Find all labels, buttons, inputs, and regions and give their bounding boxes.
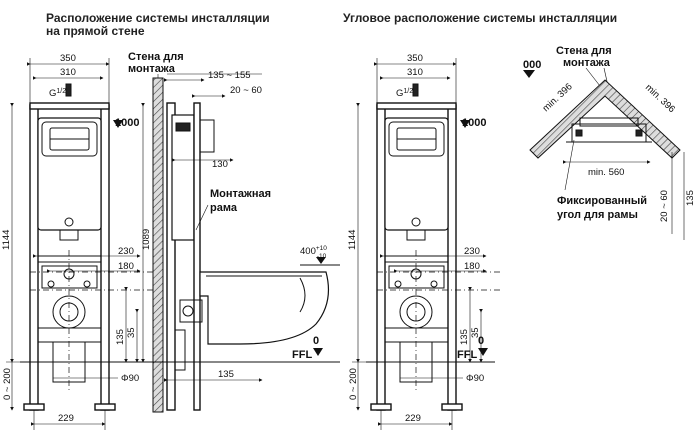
fixed-angle-label-line1: Фиксированный: [557, 195, 647, 207]
side-view: Стена для монтажа 135 ~ 155 20 ~ 60 130 …: [128, 51, 340, 413]
mounting-wall: [152, 77, 164, 413]
dim-180: 180: [118, 261, 134, 272]
frame-top-bar: [29, 102, 110, 110]
frame-foot-right: [94, 403, 116, 411]
dim-350-right: 350: [407, 53, 423, 64]
frame-right-post: [100, 104, 110, 411]
dim-310: 310: [60, 67, 76, 78]
frame-left-post: [29, 104, 39, 411]
dim-130: 130: [212, 159, 228, 170]
dim-135-vertical: 135: [115, 329, 126, 345]
dim-229: 229: [58, 413, 74, 424]
fixed-angle-label-line2: угол для рамы: [557, 209, 638, 221]
level-000: 000: [523, 59, 541, 71]
front-view-right: 350 310 G1/2" 1000 1144 0 ~ 200 230: [347, 53, 500, 430]
level-0: 0: [313, 335, 319, 347]
dim-230-right: 230: [464, 246, 480, 257]
flush-plate-opening: [41, 121, 98, 157]
dim-0-200: 0 ~ 200: [2, 368, 13, 400]
cistern-right: [384, 117, 449, 231]
corner-frame: [571, 123, 647, 143]
ffl-label-right: FFL: [457, 349, 477, 361]
wall-label-line2: монтажа: [128, 63, 176, 75]
min-560: min. 560: [588, 167, 624, 178]
front-view-left: 350 310 G1/2" 1000 1144 0 ~ 200: [1, 53, 160, 430]
dim-20-60: 20 ~ 60: [230, 85, 262, 96]
side-frame: [166, 102, 176, 411]
title-corner: Угловое расположение системы инсталляции: [343, 11, 617, 25]
side-20-60: 20 ~ 60: [659, 190, 670, 222]
dim-135-bottom: 135: [218, 369, 234, 380]
level-1000-marker: [113, 120, 123, 128]
dim-229-right: 229: [405, 413, 421, 424]
dim-230: 230: [118, 246, 134, 257]
min-396-right: min. 396: [643, 82, 677, 115]
corner-wall-label-line1: Стена для: [556, 45, 612, 57]
dim-1144-right: 1144: [347, 230, 358, 250]
dim-310-right: 310: [407, 67, 423, 78]
water-inlet: [65, 83, 72, 97]
frame-label-line2: рама: [210, 202, 238, 214]
cistern-drain: [64, 217, 74, 227]
title-straight-wall-line1: Расположение системы инсталляции: [46, 11, 270, 25]
dim-35-right: 35: [470, 327, 481, 338]
dim-1000: 1000: [115, 117, 139, 129]
ffl-label: FFL: [292, 349, 312, 361]
wall-label-line1: Стена для: [128, 51, 184, 63]
dim-135-corner: 135: [685, 190, 696, 206]
phi90-right: Φ90: [466, 373, 484, 384]
dim-180-right: 180: [464, 261, 480, 272]
phi90: Φ90: [121, 373, 139, 384]
corner-wall-label-line2: монтажа: [563, 57, 611, 69]
wall-hung-toilet: [199, 271, 329, 345]
dim-400: 400+10-10: [300, 245, 327, 260]
dim-0-200-right: 0 ~ 200: [348, 368, 359, 400]
dim-135-vertical-right: 135: [459, 329, 470, 345]
dim-1089: 1089: [141, 229, 152, 250]
level-000-marker: [523, 70, 535, 78]
level-0-right: 0: [478, 335, 484, 347]
cistern-left: [37, 117, 102, 231]
side-cistern: [171, 114, 195, 241]
min-396-left: min. 396: [541, 81, 575, 114]
dim-135-155: 135 ~ 155: [208, 70, 251, 81]
dim-350: 350: [60, 53, 76, 64]
frame-label-line1: Монтажная: [210, 188, 271, 200]
frame-foot-left: [23, 403, 45, 411]
dim-1000-right: 1000: [462, 117, 486, 129]
corner-plan-view: Стена для монтажа 000 min. 396 min. 396 …: [523, 45, 696, 240]
title-straight-wall-line2: на прямой стене: [46, 24, 145, 38]
dim-35: 35: [126, 327, 137, 338]
dim-1144: 1144: [1, 230, 12, 250]
